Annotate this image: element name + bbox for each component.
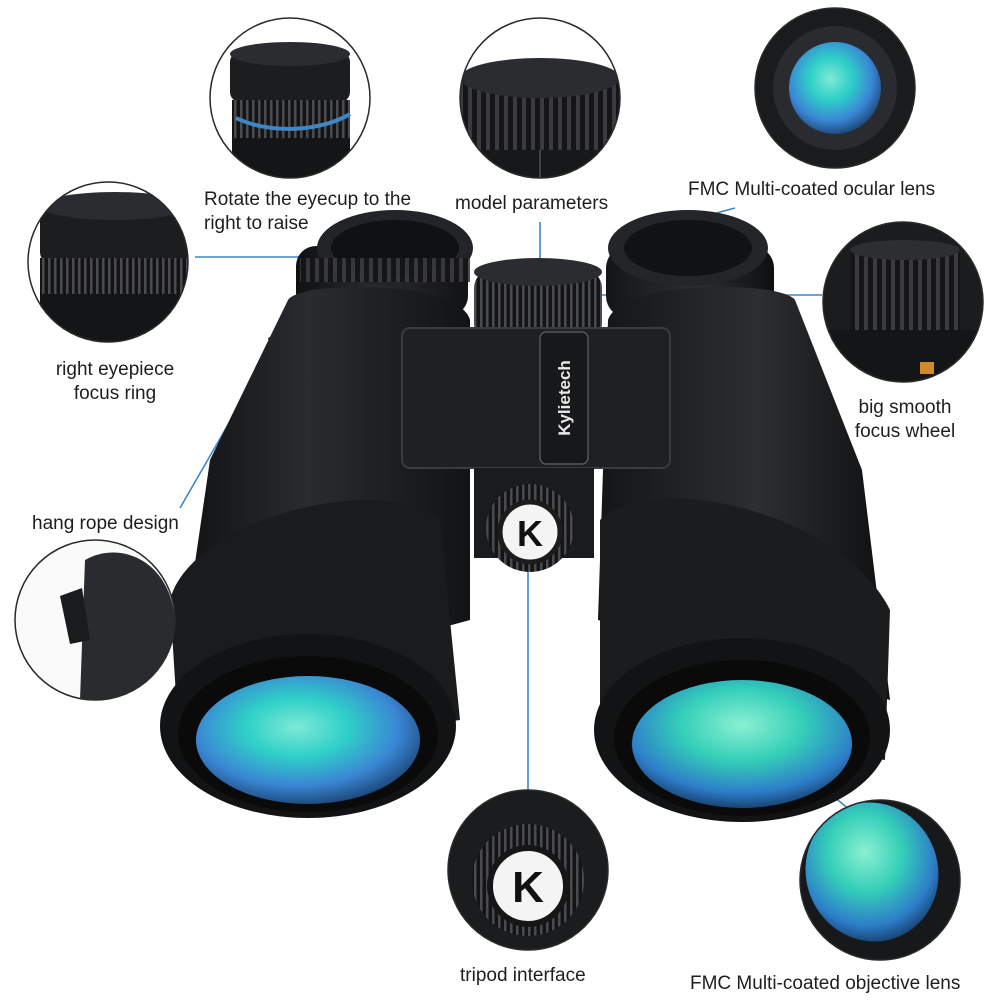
eyecup-caption: Rotate the eyecup to the right to raise: [204, 188, 411, 236]
eyecup-caption-line2: right to raise: [204, 213, 309, 234]
center-bridge: [401, 327, 671, 469]
ocular-lens-caption: FMC Multi-coated ocular lens: [688, 179, 936, 200]
hang-rope-caption: hang rope design: [32, 513, 179, 534]
tripod-detail-letter: K: [512, 863, 544, 912]
focus-wheel-caption-line1: big smooth: [858, 397, 952, 418]
detail-eyecup: [209, 17, 371, 179]
tripod-knob-letter: K: [517, 513, 543, 554]
detail-model-parameters: [459, 17, 621, 179]
model-parameters-caption: model parameters: [455, 193, 609, 214]
eyepiece-focus-caption-line2: focus ring: [73, 383, 157, 404]
detail-focus-wheel: [822, 221, 984, 383]
detail-hang-rope: [14, 539, 176, 701]
objective-lens-caption: FMC Multi-coated objective lens: [690, 973, 961, 994]
focus-wheel-caption-line2: focus wheel: [854, 421, 956, 442]
focus-wheel-caption: big smooth focus wheel: [830, 396, 980, 444]
center-focus-wheel: [474, 258, 602, 342]
brand-text: Kylietech: [555, 360, 574, 436]
eyepiece-focus-caption-line1: right eyepiece: [55, 359, 175, 380]
detail-eyepiece-focus-ring: [27, 181, 189, 343]
right-objective-lens: [594, 638, 890, 822]
tripod-interface-caption: tripod interface: [460, 965, 586, 986]
tripod-knob: K: [474, 468, 594, 572]
detail-ocular-lens: [754, 7, 916, 169]
detail-tripod-interface: K: [447, 789, 609, 951]
detail-objective-lens: [799, 799, 961, 961]
eyepiece-focus-caption: right eyepiece focus ring: [40, 358, 190, 406]
binocular-body: Kylietech K: [160, 210, 890, 822]
eyecup-caption-line1: Rotate the eyecup to the: [204, 189, 412, 210]
left-objective-lens: [160, 634, 456, 818]
brand-plate: [539, 331, 589, 465]
